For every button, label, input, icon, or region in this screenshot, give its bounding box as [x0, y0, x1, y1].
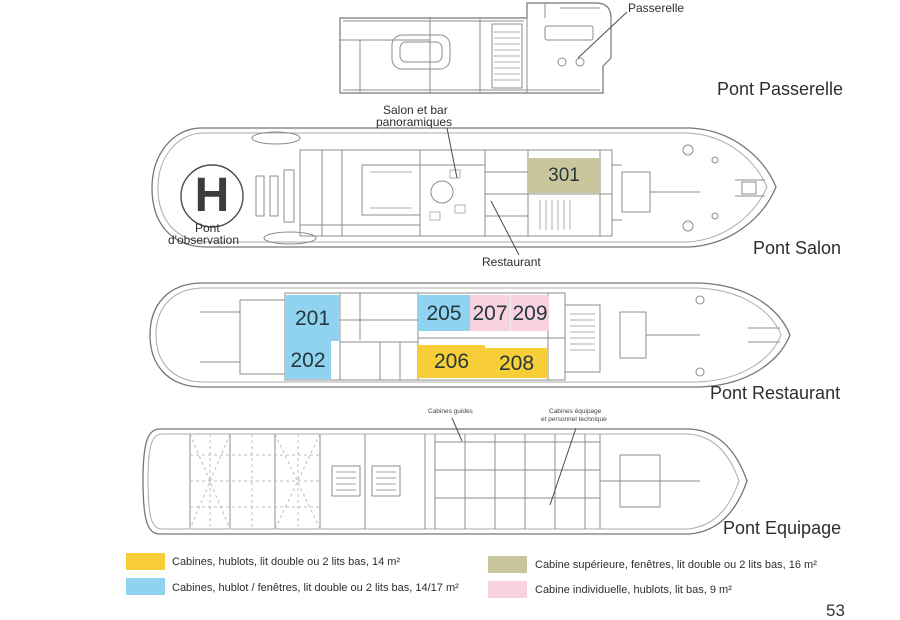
- salon-bow-hatch: [621, 171, 651, 213]
- salon-windlass: [741, 181, 757, 195]
- salon-bar-counter: [430, 180, 454, 204]
- cabines-equipage-label-line-2: et personnel technique: [541, 416, 607, 423]
- restaurant-label: Restaurant: [482, 255, 541, 269]
- cabines-guides-label: Cabines guides: [428, 408, 473, 415]
- legend-swatch-pink: [488, 581, 527, 598]
- cabin-301: 301: [528, 158, 600, 193]
- bridge-seat: [575, 57, 585, 67]
- engine-details: [336, 471, 396, 491]
- salon-bollard: [682, 220, 694, 232]
- cabines-guides-leader-line: [451, 417, 463, 442]
- cabin-206: 206: [418, 345, 485, 378]
- legend-swatch-olive: [488, 556, 527, 573]
- restaurant-leader-line: [490, 200, 520, 256]
- cabin-207: 207: [470, 295, 510, 331]
- salon-bar-label-line-1: Salon et bar: [383, 103, 448, 117]
- restaurant-bow-hatch: [619, 311, 647, 359]
- salon-bar-label-line-2: panoramiques: [376, 115, 453, 129]
- legend-label: Cabines, hublots, lit double ou 2 lits b…: [172, 556, 401, 568]
- helipad-icon: [180, 164, 244, 228]
- cabin-202: 202: [285, 341, 331, 379]
- deck-title-equipage: Pont Equipage: [723, 518, 842, 538]
- bridge-seat: [557, 57, 567, 67]
- salon-bulwark: [157, 132, 768, 243]
- helipad-letter: H: [194, 169, 230, 222]
- legend-swatch-yellow: [126, 553, 165, 570]
- passerelle-stairs: [494, 31, 520, 81]
- salon-stairs: [539, 200, 571, 230]
- restaurant-walls: [200, 293, 601, 380]
- lifeboat-starboard: [263, 231, 317, 245]
- legend-label: Cabine supérieure, fenêtres, lit double …: [535, 559, 817, 571]
- equipage-tank-grid: [189, 433, 321, 530]
- engine-block: [331, 465, 361, 497]
- salon-stern-benches: [255, 169, 295, 223]
- salon-bar-leader-line: [446, 127, 458, 179]
- legend-label: Cabine individuelle, hublots, lit bas, 9…: [535, 584, 732, 596]
- salon-furniture: [370, 169, 466, 221]
- bridge-console: [544, 25, 594, 41]
- passerelle-leader-line: [577, 11, 628, 59]
- funnel-inner: [399, 41, 443, 63]
- salon-bollard: [711, 156, 719, 164]
- equipage-bow-lines: [600, 454, 700, 508]
- funnel-casing: [391, 34, 451, 70]
- passerelle-label: Passerelle: [628, 1, 685, 15]
- restaurant-hull: [149, 282, 791, 388]
- restaurant-stairs: [570, 313, 595, 351]
- restaurant-bow-lines: [646, 327, 780, 343]
- salon-bow-lines: [612, 164, 765, 221]
- salon-hull: [151, 127, 777, 248]
- cabines-equipage-label-line-1: Cabines équipage: [549, 408, 602, 415]
- restaurant-bulwark: [155, 287, 782, 383]
- page-number: 53: [826, 601, 845, 620]
- cabines-equipage-leader-line: [549, 427, 577, 506]
- legend-swatch-blue: [126, 578, 165, 595]
- equipage-cabin-grid: [435, 434, 600, 529]
- legend-label: Cabines, hublot / fenêtres, lit double o…: [172, 582, 459, 594]
- equipage-hull: [142, 428, 748, 535]
- cabin-209: 209: [510, 295, 549, 331]
- restaurant-bollard: [695, 295, 705, 305]
- deck-passerelle-plan: [339, 2, 628, 94]
- deck-title-salon: Pont Salon: [753, 238, 842, 258]
- salon-bollard: [711, 212, 719, 220]
- salon-bollard: [682, 144, 694, 156]
- restaurant-bollard: [695, 367, 705, 377]
- salon-walls: [300, 150, 612, 236]
- cabin-201: 201: [285, 295, 340, 341]
- observation-label-line-2: d'observation: [168, 233, 240, 247]
- deck-salon-plan: [151, 127, 777, 256]
- deck-title-passerelle: Pont Passerelle: [717, 79, 844, 99]
- lifeboat-port: [251, 131, 301, 145]
- observation-label-line-1: Pont: [195, 221, 220, 235]
- passerelle-outline: [339, 2, 612, 94]
- cabin-208: 208: [485, 348, 548, 378]
- equipage-inner: [147, 433, 740, 530]
- passerelle-walls: [340, 3, 600, 93]
- engine-block: [371, 465, 401, 497]
- cabin-205: 205: [418, 295, 470, 331]
- deck-title-restaurant: Pont Restaurant: [710, 383, 841, 403]
- salon-deckhouse: [299, 149, 613, 237]
- deck-equipage-plan: [142, 417, 748, 535]
